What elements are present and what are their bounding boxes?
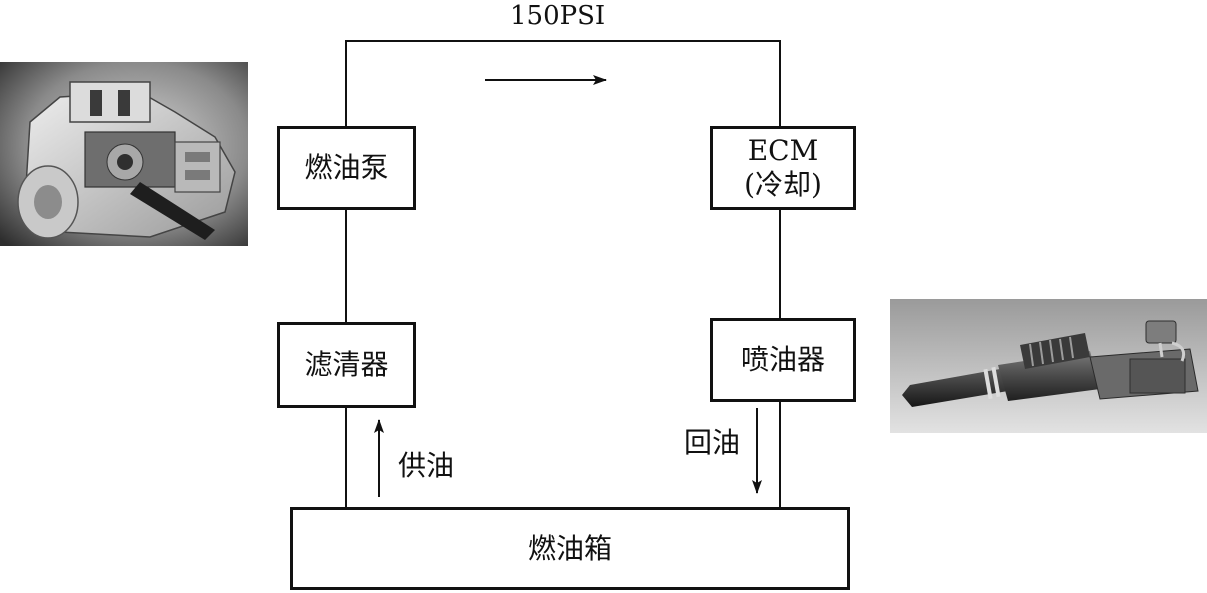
filter-box: 滤清器 bbox=[277, 322, 416, 408]
pressure-label: 150PSI bbox=[510, 1, 606, 31]
fuel-injector-image bbox=[890, 299, 1207, 433]
filter-label: 滤清器 bbox=[304, 348, 389, 381]
injector-box: 喷油器 bbox=[710, 318, 856, 402]
fuel-pump-photo bbox=[0, 62, 248, 246]
return-label: 回油 bbox=[684, 426, 741, 459]
fuel-tank-box: 燃油箱 bbox=[290, 507, 850, 590]
injector-photo bbox=[890, 299, 1207, 433]
ecm-label: ECM bbox=[747, 134, 819, 167]
injector-label: 喷油器 bbox=[740, 343, 825, 376]
top-loop-line bbox=[345, 40, 781, 126]
fuel-pump-box: 燃油泵 bbox=[277, 126, 416, 210]
ecm-box: ECM (冷却) bbox=[710, 126, 856, 210]
fuel-pump-cutaway-image bbox=[0, 62, 248, 246]
ecm-cooling-label: (冷却) bbox=[744, 168, 822, 201]
supply-label: 供油 bbox=[398, 449, 455, 482]
fuel-tank-label: 燃油箱 bbox=[527, 531, 612, 565]
fuel-pump-label: 燃油泵 bbox=[304, 151, 389, 184]
